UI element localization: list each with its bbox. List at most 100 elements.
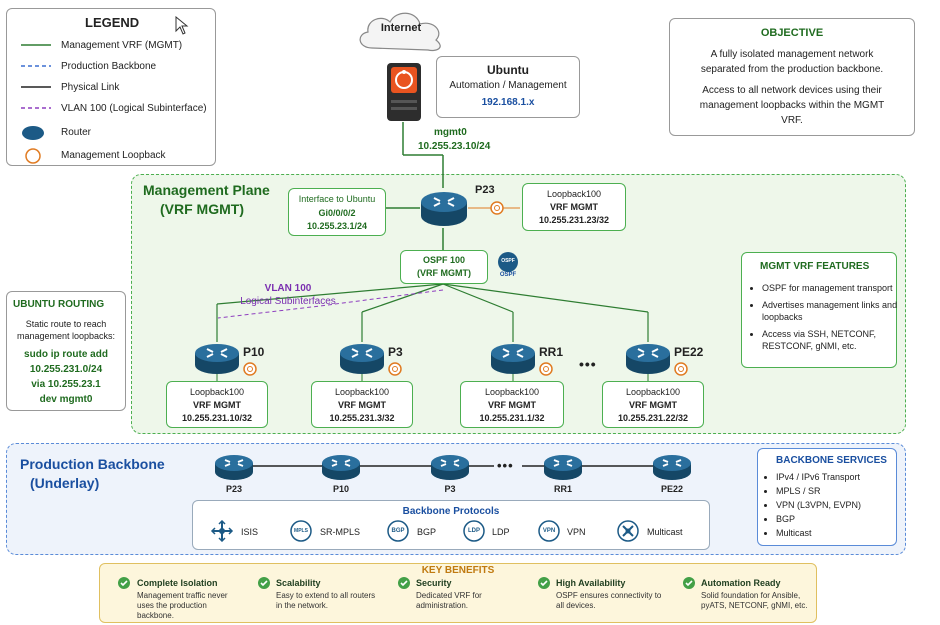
key-benefits-title: KEY BENEFITS [421,565,495,576]
backbone-router-pe22-icon [653,455,691,480]
lb-pe22-name: Loopback100 [625,387,681,397]
ldp-icon [463,520,485,542]
backbone-services-title: BACKBONE SERVICES [776,455,887,466]
check-icon [118,577,130,589]
vpn-icon [538,520,560,542]
lb-rr1-vrf: VRF MGMT [488,400,536,410]
benefit-desc: Easy to extend to all routers in the net… [276,591,376,610]
legend-symbols [21,44,51,164]
internet-label: Internet [380,22,422,34]
router-p10-label: P10 [243,345,265,359]
router-pe22-icon [626,344,670,374]
backbone-service-item: IPv4 / IPv6 Transport [776,472,904,483]
mouse-cursor-icon [175,16,189,35]
mgmt-feature-item: Advertises management links and loopback… [762,299,902,323]
objective-title: OBJECTIVE [760,27,824,39]
benefit-desc: Solid foundation for Ansible, pyATS, NET… [701,591,808,610]
lb-pe22-ip: 10.255.231.22/32 [617,413,689,423]
vlan-title: VLAN 100 [264,283,312,294]
legend-panel: LEGEND Management VRF (MGMT) Production … [6,8,216,166]
lb-p10-vrf: VRF MGMT [193,400,241,410]
lb-p23-name: Loopback100 [546,189,602,199]
check-icon [538,577,550,589]
lb-p10-name: Loopback100 [189,387,245,397]
backbone-services-list: IPv4 / IPv6 Transport MPLS / SR VPN (L3V… [764,472,904,542]
legend-item-backbone: Production Backbone [61,61,157,72]
protocol-label-ldp: LDP [492,527,510,537]
mgmt-plane-title: Management Plane [143,182,270,198]
multicast-icon [617,520,639,542]
mgmt-features-list: OSPF for management transport Advertises… [750,282,902,357]
backbone-subtitle: (Underlay) [30,475,100,491]
ubuntu-routing-title: UBUNTU ROUTING [13,299,105,310]
backbone-ellipsis: ••• [497,458,514,473]
backbone-title: Production Backbone [20,456,165,472]
protocol-label-vpn: VPN [567,527,586,537]
benefit-desc: Management traffic never uses the produc… [137,591,228,620]
route-cmd-3: via 10.255.23.1 [31,379,101,390]
mgmt-features-panel: MGMT VRF FEATURES OSPF for management tr… [741,252,897,368]
objective-panel: OBJECTIVE A fully isolated management ne… [669,18,915,136]
legend-item-vlan: VLAN 100 (Logical Subinterface) [61,103,207,114]
loopback-icon-p3 [388,362,402,376]
mgmt-feature-item: Access via SSH, NETCONF, RESTCONF, gNMI,… [762,328,902,352]
more-routers-ellipsis: ••• [579,356,597,372]
router-p10-icon [195,344,239,374]
ospf-name: OSPF 100 [422,255,466,265]
isis-icon [210,520,234,542]
protocol-label-bgp: BGP [417,527,437,537]
ubuntu-role: Automation / Management [449,80,567,91]
protocol-label-sr-mpls: SR-MPLS [320,527,361,537]
lb-p3-vrf: VRF MGMT [338,400,386,410]
lb-p23-ip: 10.255.231.23/32 [538,215,610,225]
ospf-card: OSPF 100 (VRF MGMT) [400,250,488,284]
protocol-label-isis: ISIS [241,527,259,537]
route-cmd-1: sudo ip route add [24,349,108,360]
iface-name: Gi0/0/0/2 [318,208,356,218]
route-cmd-2: 10.255.231.0/24 [29,364,103,375]
backbone-protocols-title: Backbone Protocols [402,506,500,517]
router-p3-label: P3 [388,345,403,359]
ubuntu-server-icon [387,63,421,121]
objective-p2: Access to all network devices using thei… [699,85,885,126]
benefit-title: Scalability [276,578,321,588]
loopback-card-p23: Loopback100 VRF MGMT 10.255.231.23/32 [522,183,626,231]
iface-label: Interface to Ubuntu [298,194,376,204]
backbone-router-p23-icon [215,455,253,480]
protocol-label-multicast: Multicast [647,527,683,537]
backbone-router-label: RR1 [553,484,572,494]
backbone-router-p3-icon [431,455,469,480]
loopback-card-p3: Loopback100 VRF MGMT 10.255.231.3/32 [311,381,413,428]
loopback-icon-rr1 [539,362,553,376]
objective-p1: A fully isolated management network sepa… [700,49,884,75]
ospf-vrf: (VRF MGMT) [417,268,471,278]
vlan-subtitle: Logical Subinterfaces [240,296,336,307]
ubuntu-ip: 192.168.1.x [481,97,535,108]
legend-item-loopback: Management Loopback [61,150,166,161]
route-cmd-4: dev mgmt0 [39,394,93,405]
ldp-badge: LDP [468,528,480,534]
ubuntu-routing-panel: UBUNTU ROUTING Static route to reach man… [6,291,126,411]
vpn-badge: VPN [542,528,556,534]
legend-item-router: Router [61,127,92,138]
mgmt0-ip: 10.255.23.10/24 [418,141,491,152]
backbone-service-item: VPN (L3VPN, EVPN) [776,500,904,511]
backbone-router-p10-icon [322,455,360,480]
ospf-logo-text: OSPF [501,258,515,264]
legend-title: LEGEND [85,15,140,30]
lb-p3-name: Loopback100 [334,387,390,397]
backbone-service-item: BGP [776,514,904,525]
benefit-title: High Availability [556,578,626,588]
benefit-title: Complete Isolation [137,578,218,588]
backbone-service-item: Multicast [776,528,904,539]
lb-p23-vrf: VRF MGMT [550,202,598,212]
loopback-icon-p23 [490,201,504,215]
loopback-card-p10: Loopback100 VRF MGMT 10.255.231.10/32 [166,381,268,428]
router-rr1-label: RR1 [539,345,564,359]
backbone-services-panel: BACKBONE SERVICES IPv4 / IPv6 Transport … [757,448,897,546]
iface-ip: 10.255.23.1/24 [306,221,368,231]
router-rr1-icon [491,344,535,374]
loopback-card-pe22: Loopback100 VRF MGMT 10.255.231.22/32 [602,381,704,428]
backbone-router-rr1-icon [544,455,582,480]
